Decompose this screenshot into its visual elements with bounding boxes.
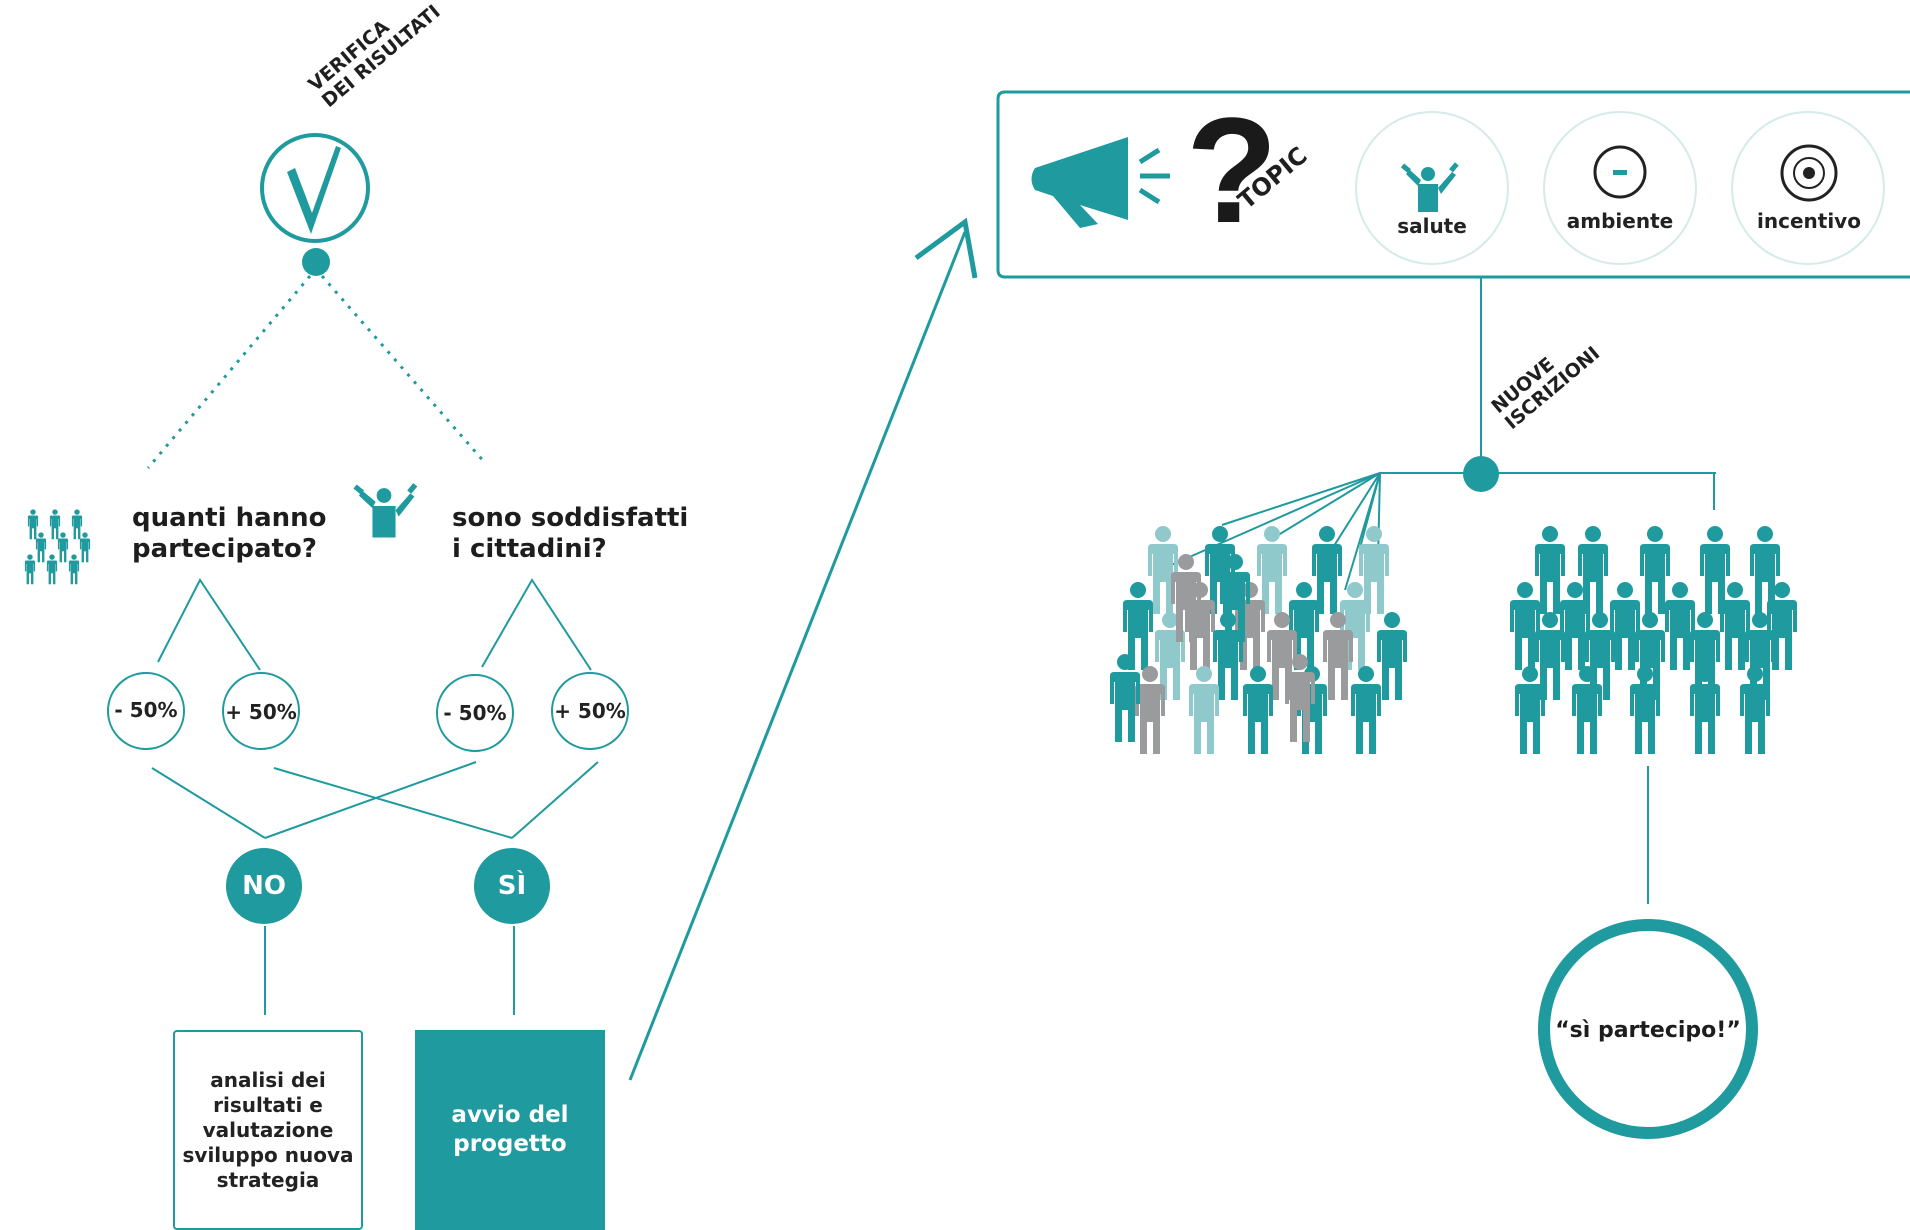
branch-right (481, 578, 592, 671)
si-outcome-box: avvio del progetto (415, 1030, 605, 1230)
topic-salute: salute (1397, 214, 1467, 238)
pct-label-4: + 50% (554, 699, 626, 723)
person-figure (1690, 612, 1720, 700)
person-figure (1535, 612, 1565, 700)
person-figure (57, 532, 69, 563)
person-figure (1630, 666, 1660, 754)
pct-label-2: + 50% (225, 700, 297, 724)
person-figure (1110, 654, 1140, 742)
person-figure (1745, 612, 1775, 700)
subscription-node (1463, 456, 1499, 492)
person-figure (35, 532, 47, 563)
question-participation: quanti hanno partecipato? (132, 503, 327, 564)
crowd-mixed (1110, 526, 1407, 754)
person-figure (1572, 666, 1602, 754)
person-figure (1640, 526, 1670, 614)
person-figure (1171, 554, 1201, 642)
question-satisfaction: sono soddisfatti i cittadini? (452, 503, 689, 564)
checkmark-icon (287, 146, 341, 234)
pct-label-3: - 50% (443, 701, 507, 725)
crowd-teal (1510, 526, 1797, 754)
person-figure (1578, 526, 1608, 614)
person-figure (1585, 612, 1615, 700)
person-figure (1535, 526, 1565, 614)
topic-ambiente: ambiente (1566, 209, 1674, 233)
person-figure (1690, 666, 1720, 754)
person-figure (1560, 582, 1590, 670)
pct-label-1: - 50% (114, 698, 178, 722)
pct-circle-2 (222, 672, 300, 750)
verify-node (302, 248, 330, 276)
arrow-head (914, 217, 978, 279)
person-figure (24, 554, 36, 585)
person-figure (49, 509, 61, 540)
person-figure (68, 554, 80, 585)
person-figure (1665, 582, 1695, 670)
group-people-icon (24, 509, 91, 585)
person-figure (1220, 554, 1250, 642)
person-figure (1610, 582, 1640, 670)
no-outcome-box: analisi dei risultati e valutazione svil… (173, 1030, 363, 1230)
person-figure (1312, 526, 1342, 614)
person-figure (1351, 666, 1381, 754)
person-figure (79, 532, 91, 563)
person-figure (1635, 612, 1665, 700)
minus-circle-icon (1593, 145, 1647, 199)
arrow-line (628, 231, 967, 1081)
person-figure (71, 509, 83, 540)
person-figure (1359, 526, 1389, 614)
person-figure (1243, 666, 1273, 754)
person-figure (1515, 666, 1545, 754)
person-figure (1285, 654, 1315, 742)
person-figure (1267, 612, 1297, 700)
person-figure (46, 554, 58, 585)
verify-circle (260, 133, 370, 243)
person-figure (1135, 666, 1165, 754)
target-icon (1780, 144, 1838, 202)
dotted-line-left (146, 275, 312, 469)
dotted-line-right (320, 275, 488, 465)
quote-text: “sì partecipo!” (1555, 1018, 1741, 1043)
person-figure (1377, 612, 1407, 700)
person-figure (1720, 582, 1750, 670)
person-figure (1740, 666, 1770, 754)
person-figure (1510, 582, 1540, 670)
topic-incentivo: incentivo (1757, 209, 1861, 233)
quote-ring (1538, 919, 1758, 1139)
person-figure (1323, 612, 1353, 700)
topic-frame (996, 90, 1910, 279)
pct-circle-1 (107, 672, 185, 750)
fitness-person-icon (1400, 162, 1459, 212)
person-figure (1257, 526, 1287, 614)
fitness-person-icon (353, 483, 418, 538)
person-figure (1155, 612, 1185, 700)
person-figure (1750, 526, 1780, 614)
person-figure (1148, 526, 1178, 614)
person-figure (1189, 666, 1219, 754)
person-figure (27, 509, 39, 540)
pct-circle-3 (436, 674, 514, 752)
si-badge: SÌ (474, 848, 550, 924)
megaphone-icon (1031, 137, 1170, 228)
pct-circle-4 (551, 672, 629, 750)
person-figure (1123, 582, 1153, 670)
person-figure (1700, 526, 1730, 614)
no-badge: NO (226, 848, 302, 924)
question-mark-icon: ? (1186, 86, 1278, 254)
branch-left (157, 578, 261, 671)
